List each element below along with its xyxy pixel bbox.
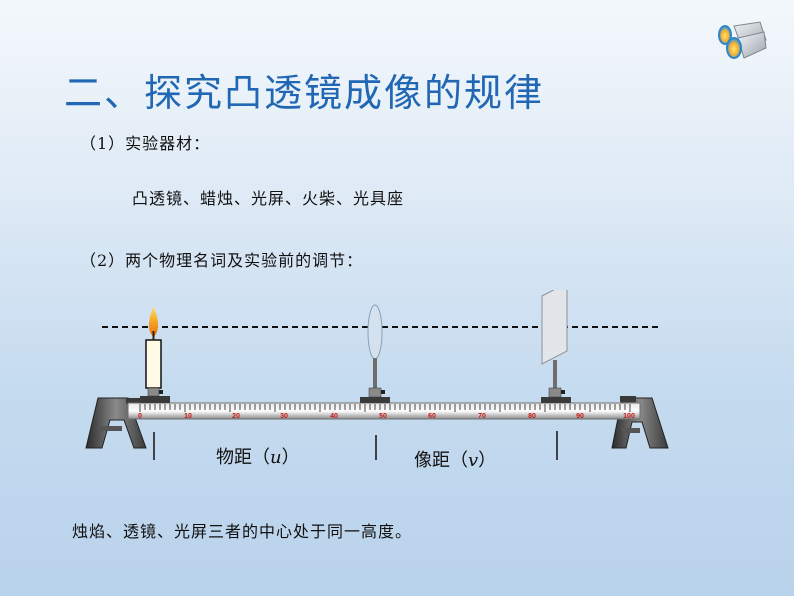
page-title: 二、探究凸透镜成像的规律	[64, 71, 545, 115]
svg-text:70: 70	[478, 413, 486, 420]
svg-text:50: 50	[379, 413, 387, 420]
svg-text:30: 30	[280, 413, 288, 420]
light-screen	[541, 290, 571, 403]
convex-lens	[360, 304, 390, 403]
flame-icon	[148, 306, 159, 337]
distance-markers	[153, 431, 558, 460]
svg-text:10: 10	[184, 413, 192, 420]
binoculars-icon	[718, 21, 767, 59]
svg-text:80: 80	[528, 413, 536, 420]
ruler-tick-labels: 0 10 20 30 40 50 60 70 80 90 100	[138, 413, 635, 420]
section-1-label: （1）实验器材：	[80, 134, 211, 153]
conclusion-text: 烛焰、透镜、光屏三者的中心处于同一高度。	[72, 522, 413, 541]
image-distance-label: 像距（v）	[414, 450, 497, 471]
svg-text:100: 100	[623, 413, 635, 420]
object-distance-label: 物距（u）	[216, 447, 300, 468]
svg-text:60: 60	[428, 413, 436, 420]
optical-bench-diagram: 0 10 20 30 40 50 60 70 80 90 100	[85, 290, 669, 460]
svg-text:0: 0	[138, 413, 142, 420]
section-2-label: （2）两个物理名词及实验前的调节：	[80, 251, 364, 270]
ruler-ticks	[139, 404, 631, 412]
svg-text:20: 20	[232, 413, 240, 420]
candle	[140, 306, 170, 403]
svg-text:40: 40	[330, 413, 338, 420]
materials-list: 凸透镜、蜡烛、光屏、火柴、光具座	[132, 189, 405, 208]
svg-text:90: 90	[576, 413, 584, 420]
